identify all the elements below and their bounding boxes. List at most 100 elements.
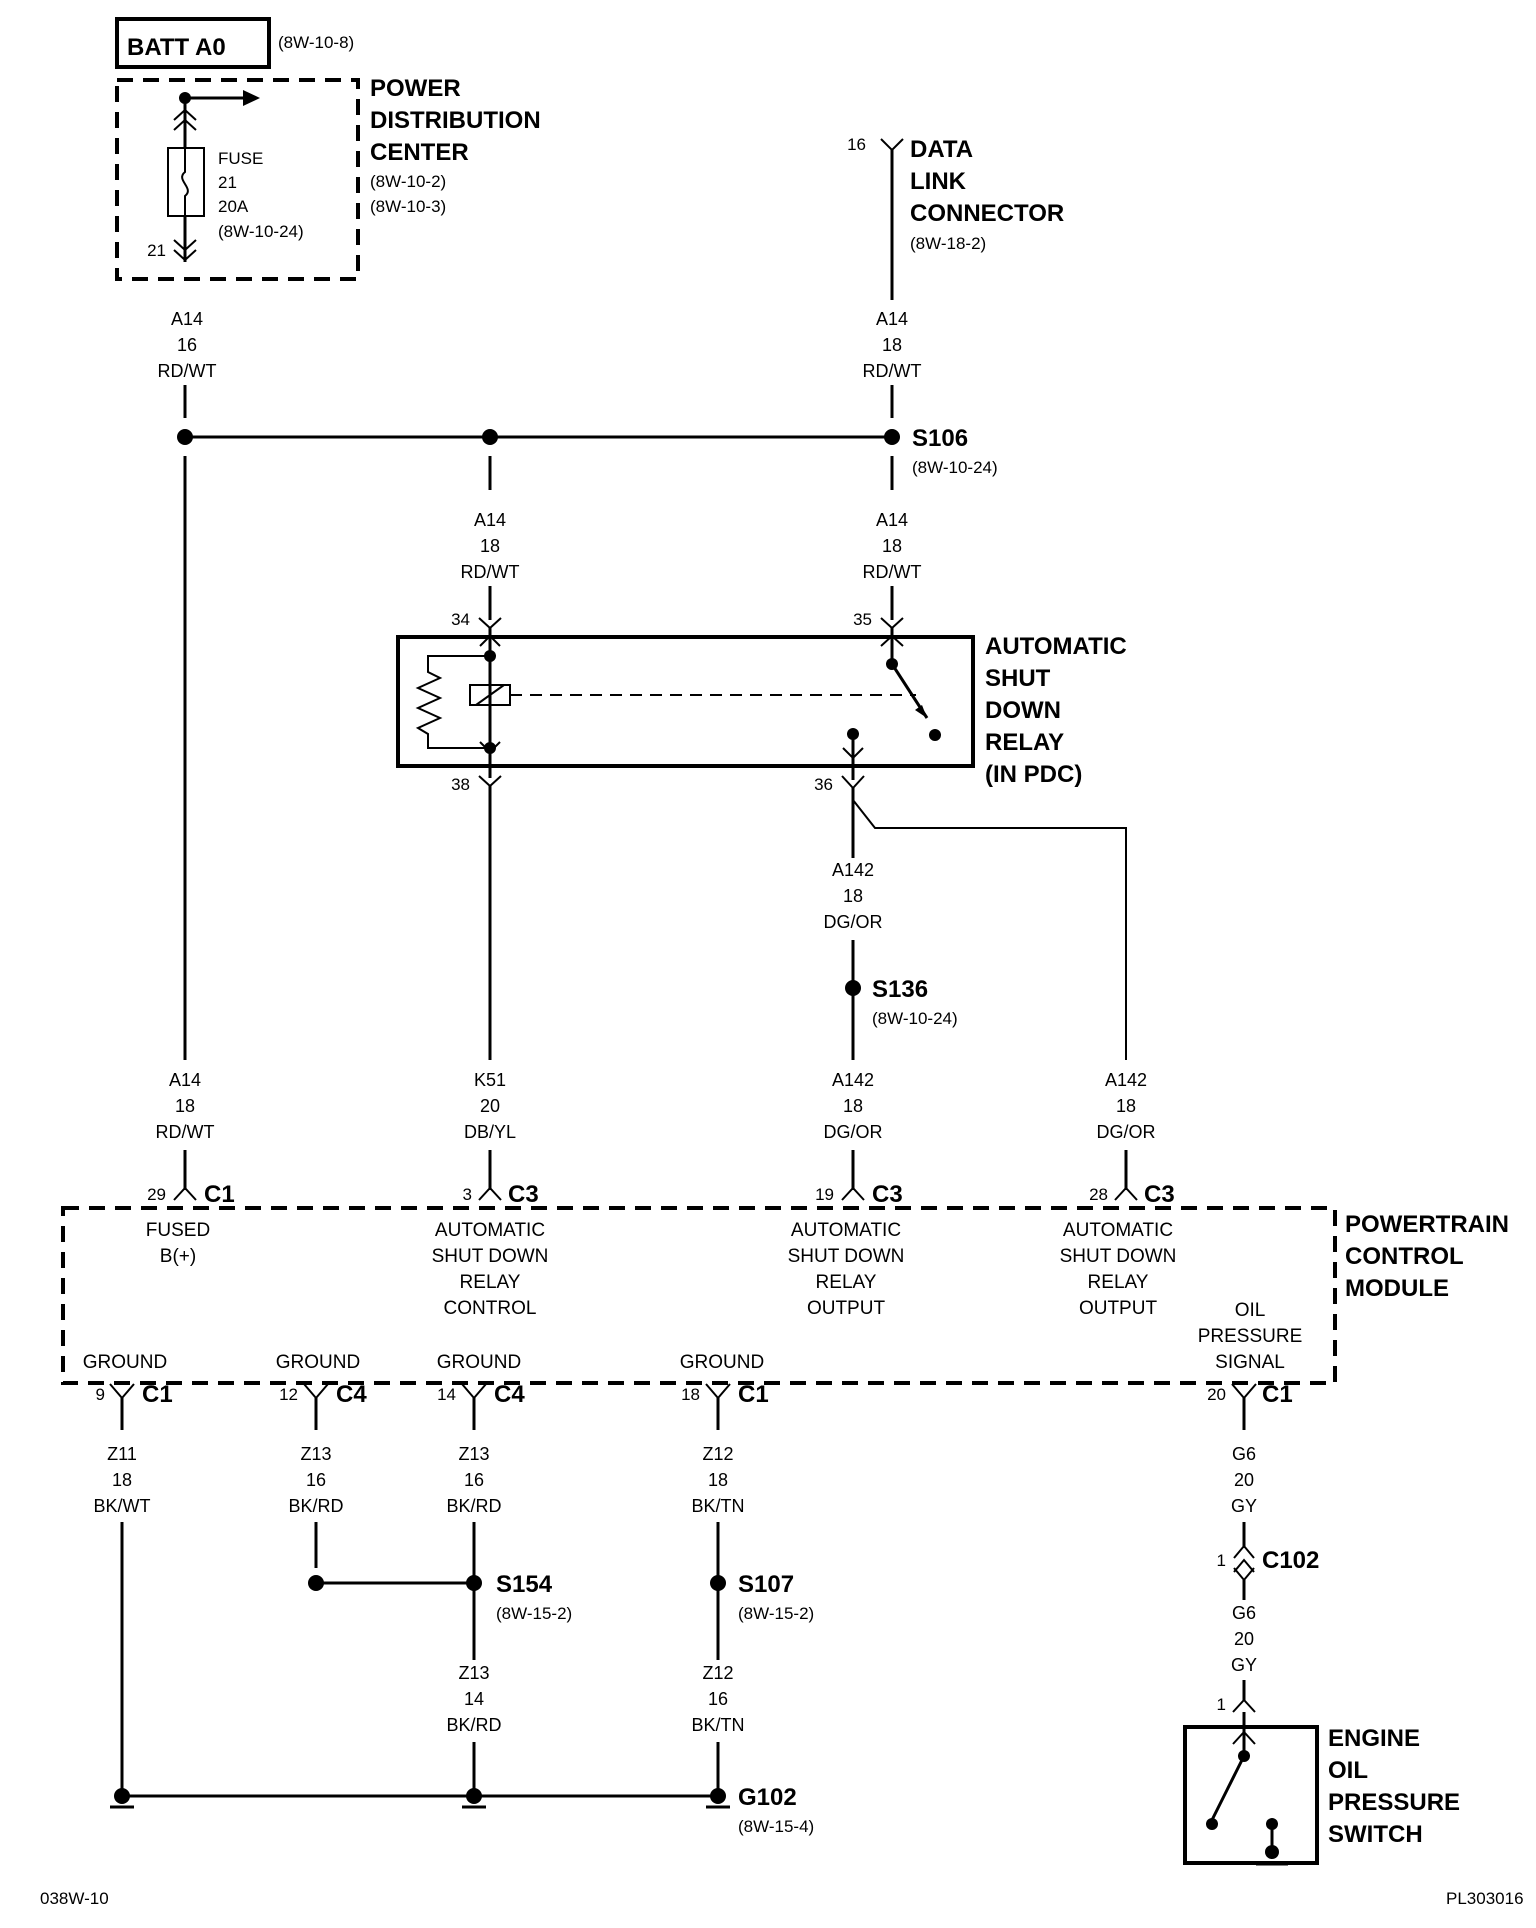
pdc-title-2: DISTRIBUTION — [370, 107, 541, 134]
svg-text:SHUT DOWN: SHUT DOWN — [788, 1246, 905, 1267]
svg-text:DG/OR: DG/OR — [823, 1122, 882, 1142]
s154-ref: (8W-15-2) — [496, 1604, 572, 1623]
batt-ref: (8W-10-8) — [278, 33, 354, 52]
asd-relay: 34 35 38 36 — [396, 610, 975, 794]
svg-text:A14: A14 — [876, 309, 908, 329]
batt-label: BATT A0 — [127, 34, 226, 61]
pcm-pin-3: 3 — [463, 1185, 472, 1204]
relay-contact-icon — [929, 729, 941, 741]
svg-text:16: 16 — [464, 1470, 484, 1490]
pcm-bottom-connectors: 9 C1 12 C4 14 C4 18 C1 20 C1 — [96, 1381, 1293, 1408]
pcm-conn-9: C1 — [142, 1381, 173, 1408]
pcm-pin-19: 19 — [815, 1185, 834, 1204]
svg-text:A142: A142 — [1105, 1070, 1147, 1090]
svg-text:BK/RD: BK/RD — [446, 1496, 501, 1516]
svg-text:SHUT DOWN: SHUT DOWN — [432, 1246, 549, 1267]
pcm-conn-28: C3 — [1144, 1181, 1175, 1208]
svg-text:AUTOMATIC: AUTOMATIC — [435, 1220, 545, 1241]
oil-switch-title-4: SWITCH — [1328, 1821, 1423, 1848]
pcm-top-connectors: 29 C1 3 C3 19 C3 28 C3 — [147, 1181, 1175, 1208]
dlc-title-3: CONNECTOR — [910, 200, 1064, 227]
pdc-title-3: CENTER — [370, 139, 469, 166]
dlc-title-1: DATA — [910, 136, 973, 163]
pcm-title-2: CONTROL — [1345, 1243, 1464, 1270]
pcm-conn-14: C4 — [494, 1381, 525, 1408]
pcm-pin-18: 18 — [681, 1385, 700, 1404]
svg-text:A14: A14 — [169, 1070, 201, 1090]
pdc-ref-1: (8W-10-2) — [370, 172, 446, 191]
svg-text:20: 20 — [480, 1096, 500, 1116]
svg-text:A14: A14 — [876, 510, 908, 530]
wire-label-g-18: Z12 18 BK/TN — [691, 1444, 744, 1516]
wire-label-g-9: Z11 18 BK/WT — [94, 1444, 151, 1516]
svg-text:DG/OR: DG/OR — [823, 912, 882, 932]
svg-text:A14: A14 — [171, 309, 203, 329]
wire-label-pcm-28: A142 18 DG/OR — [1096, 1070, 1155, 1142]
asd-title-4: RELAY — [985, 729, 1064, 756]
fuse-rating: 20A — [218, 197, 249, 216]
svg-text:20: 20 — [1234, 1470, 1254, 1490]
svg-text:Z13: Z13 — [300, 1444, 331, 1464]
pcm-title-1: POWERTRAIN — [1345, 1211, 1509, 1238]
svg-text:G6: G6 — [1232, 1444, 1256, 1464]
svg-text:CONTROL: CONTROL — [444, 1298, 537, 1319]
svg-text:A142: A142 — [832, 860, 874, 880]
footer-right: PL303016 — [1446, 1889, 1524, 1908]
pcm-conn-20: C1 — [1262, 1381, 1293, 1408]
svg-text:RD/WT: RD/WT — [156, 1122, 215, 1142]
fuse-pin: 21 — [147, 241, 166, 260]
ground-g102-icon — [706, 1788, 730, 1809]
wire-label-g-14: Z13 16 BK/RD — [446, 1444, 501, 1516]
svg-text:B(+): B(+) — [160, 1246, 196, 1267]
svg-text:RELAY: RELAY — [1088, 1272, 1149, 1293]
junction-middle — [482, 429, 498, 445]
s154-label: S154 — [496, 1571, 553, 1598]
svg-text:18: 18 — [882, 335, 902, 355]
svg-text:GY: GY — [1231, 1496, 1257, 1516]
svg-text:OIL: OIL — [1235, 1300, 1266, 1321]
pcm-conn-3: C3 — [508, 1181, 539, 1208]
ground-symbol-middle — [462, 1788, 486, 1809]
fuse-ref: (8W-10-24) — [218, 222, 304, 241]
s136-ref: (8W-10-24) — [872, 1009, 958, 1028]
svg-text:Z11: Z11 — [107, 1444, 137, 1464]
svg-text:18: 18 — [843, 1096, 863, 1116]
wire-label-dlc-out: A14 18 RD/WT — [863, 309, 922, 381]
asd-pin-38: 38 — [451, 775, 470, 794]
pcm-title-3: MODULE — [1345, 1275, 1449, 1302]
asd-title-2: SHUT — [985, 665, 1051, 692]
pcm-pin-12: 12 — [279, 1385, 298, 1404]
dlc-pin: 16 — [847, 135, 866, 154]
oil-switch-contact-icon — [1206, 1818, 1218, 1830]
s107-ref: (8W-15-2) — [738, 1604, 814, 1623]
svg-text:BK/RD: BK/RD — [446, 1715, 501, 1735]
wire-label-pcm-3: K51 20 DB/YL — [464, 1070, 516, 1142]
svg-text:BK/TN: BK/TN — [691, 1496, 744, 1516]
svg-text:Z12: Z12 — [702, 1663, 733, 1683]
svg-text:GY: GY — [1231, 1655, 1257, 1675]
pcm-pin-28: 28 — [1089, 1185, 1108, 1204]
svg-text:BK/TN: BK/TN — [691, 1715, 744, 1735]
svg-text:OUTPUT: OUTPUT — [807, 1298, 886, 1319]
svg-text:BK/RD: BK/RD — [288, 1496, 343, 1516]
pcm-conn-29: C1 — [204, 1181, 235, 1208]
svg-text:SIGNAL: SIGNAL — [1215, 1352, 1285, 1373]
connector-c102: 1 C102 — [1217, 1544, 1319, 1582]
svg-text:RD/WT: RD/WT — [461, 562, 520, 582]
power-distribution-center: FUSE 21 20A (8W-10-24) 21 — [115, 78, 360, 281]
s136-label: S136 — [872, 976, 928, 1003]
oil-switch-title-2: OIL — [1328, 1757, 1368, 1784]
svg-text:A142: A142 — [832, 1070, 874, 1090]
pcm-pin-9: 9 — [96, 1385, 105, 1404]
oil-switch-pin: 1 — [1217, 1695, 1226, 1714]
g102-label: G102 — [738, 1784, 797, 1811]
svg-text:16: 16 — [306, 1470, 326, 1490]
wire-label-g-12: Z13 16 BK/RD — [288, 1444, 343, 1516]
wire-label-oil-b: G6 20 GY — [1231, 1603, 1257, 1675]
svg-text:GROUND: GROUND — [437, 1352, 521, 1373]
s107-label: S107 — [738, 1571, 794, 1598]
svg-text:RELAY: RELAY — [460, 1272, 521, 1293]
wire-label-s107-out: Z12 16 BK/TN — [691, 1663, 744, 1735]
svg-text:20: 20 — [1234, 1629, 1254, 1649]
